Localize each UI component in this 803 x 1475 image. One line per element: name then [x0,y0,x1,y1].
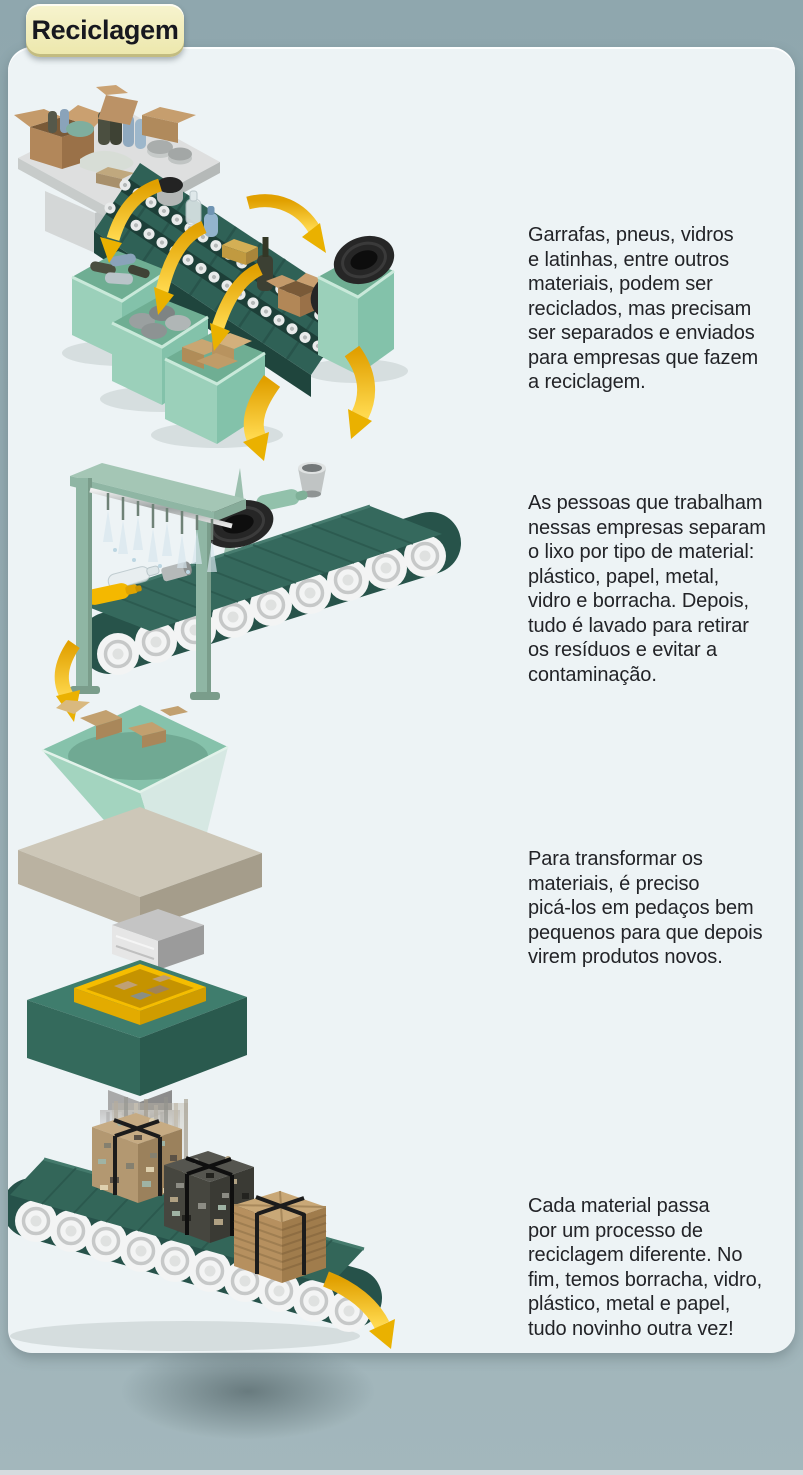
text-line: picá-los em pedaços bem [528,897,754,919]
cardboard-pieces [56,700,188,748]
text-line: ser separados e enviados [528,322,755,344]
text-line: reciclados, mas precisam [528,297,752,320]
belt-shadow [10,1321,360,1351]
text-line: para empresas que fazem [528,346,759,369]
yellow-tray [74,964,206,1025]
step-3-text: Para transformar os materiais, é preciso… [528,847,784,970]
text-line: nessas empresas separam [528,516,766,539]
text-line: reciclagem diferente. No [528,1244,743,1266]
bale-cardboard [233,1190,327,1283]
illustration-shredder-machine [18,700,262,1138]
text-line: As pessoas que trabalham [528,492,763,514]
bin-cardboard [164,332,266,444]
text-line: vidro e borracha. Depois, [528,590,749,612]
press-base-slab [18,807,262,931]
text-line: pequenos para que depois [528,921,763,944]
step-1-text: Garrafas, pneus, vidros e latinhas, entr… [528,223,784,395]
text-line: e latinhas, entre outros [528,248,730,271]
page-title: Reciclagem [31,15,179,45]
text-line: tudo é lavado para retirar [528,614,749,637]
illustration-output-conveyor [8,1097,395,1351]
text-line: plástico, metal e papel, [528,1293,731,1315]
text-line: fim, temos borracha, vidro, [528,1268,763,1291]
text-line: o lixo por tipo de material: [528,541,755,563]
text-line: Para transformar os [528,848,703,870]
title-badge: Reciclagem [26,4,184,57]
illustration-washing-conveyor [54,462,461,722]
text-line: a reciclagem. [528,371,646,393]
infographic-panel: Garrafas, pneus, vidros e latinhas, entr… [8,47,795,1353]
bin-rubber [317,235,395,375]
text-line: contaminação. [528,663,657,686]
step-2-text: As pessoas que trabalham nessas empresas… [528,491,784,687]
text-line: virem produtos novos. [528,946,723,968]
bottom-edge-strip [0,1470,803,1475]
metal-press [112,909,204,970]
washing-frame [70,463,246,700]
text-line: plástico, papel, metal, [528,565,720,588]
text-line: materiais, podem ser [528,273,713,295]
text-line: Cada material passa [528,1195,710,1217]
exit-arrow [322,1271,395,1349]
bale-metal [164,1151,254,1243]
spray-nozzles [103,493,217,574]
floor-shadow [78,1352,418,1475]
text-line: materiais, é preciso [528,872,700,895]
step-4-text: Cada material passa por um processo de r… [528,1194,784,1341]
text-line: os resíduos e evitar a [528,639,718,661]
text-line: Garrafas, pneus, vidros [528,224,734,246]
text-line: por um processo de [528,1219,703,1242]
text-line: tudo novinho outra vez! [528,1317,734,1340]
illustration-sorting-conveyor [14,85,408,461]
sorting-arrows [100,178,376,461]
waste-pile [14,85,196,189]
